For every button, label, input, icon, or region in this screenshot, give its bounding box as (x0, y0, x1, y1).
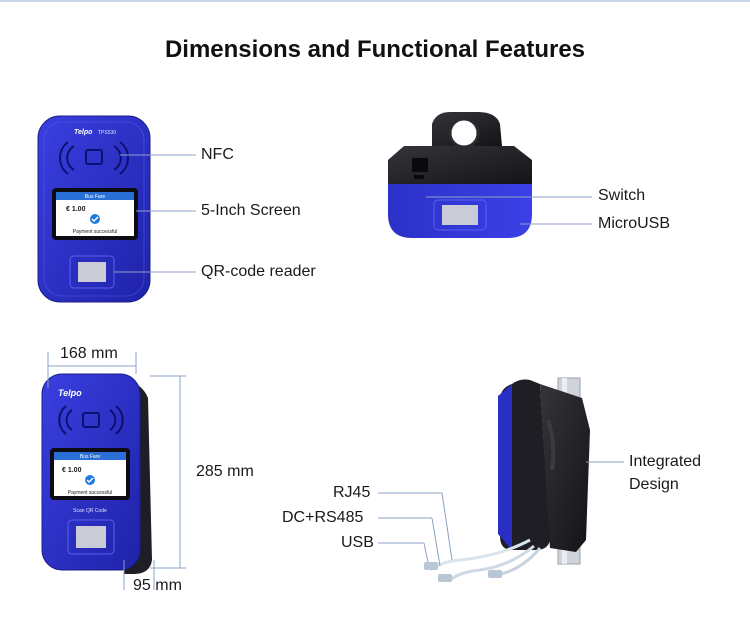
height-dimension: 285 mm (196, 463, 254, 480)
qr-label: QR-code reader (201, 263, 316, 280)
angled-brand: Telpo (58, 388, 82, 398)
angled-screen-amount: € 1.00 (62, 467, 82, 474)
front-screen-status: Payment successful (73, 229, 117, 235)
dc-rs485-label: DC+RS485 (282, 509, 364, 526)
nfc-label: NFC (201, 146, 234, 163)
switch-label: Switch (598, 187, 646, 204)
front-model: TPS530 (98, 130, 116, 136)
pole-mounted-device (424, 377, 590, 582)
width-dimension: 168 mm (60, 345, 118, 362)
angled-scan-text: Scan QR Code (73, 508, 107, 514)
angled-device (41, 373, 152, 574)
angled-screen-header: Bus Fare (80, 454, 101, 460)
depth-dimension: 95 mm (133, 577, 182, 594)
microusb-label: MicroUSB (598, 215, 671, 232)
dimension-lines (47, 352, 186, 590)
nfc-icon (59, 141, 129, 175)
angled-screen-status: Payment successful (68, 490, 112, 496)
page-title: Dimensions and Functional Features (164, 36, 586, 63)
top-border (0, 0, 750, 2)
switch-port (412, 158, 428, 172)
front-brand: Telpo (74, 129, 93, 136)
front-device (37, 115, 151, 303)
angled-nfc-icon (58, 405, 124, 435)
usb-label: USB (341, 534, 374, 551)
integrated-label-line2: Design (629, 476, 679, 493)
screen-label: 5-Inch Screen (201, 202, 301, 219)
front-screen-header: Bus Fare (85, 194, 106, 200)
front-screen-amount: € 1.00 (66, 206, 86, 213)
rj45-label: RJ45 (333, 484, 371, 501)
microusb-port (414, 175, 424, 179)
top-view-device (388, 112, 532, 238)
integrated-label-line1: Integrated (629, 453, 702, 470)
